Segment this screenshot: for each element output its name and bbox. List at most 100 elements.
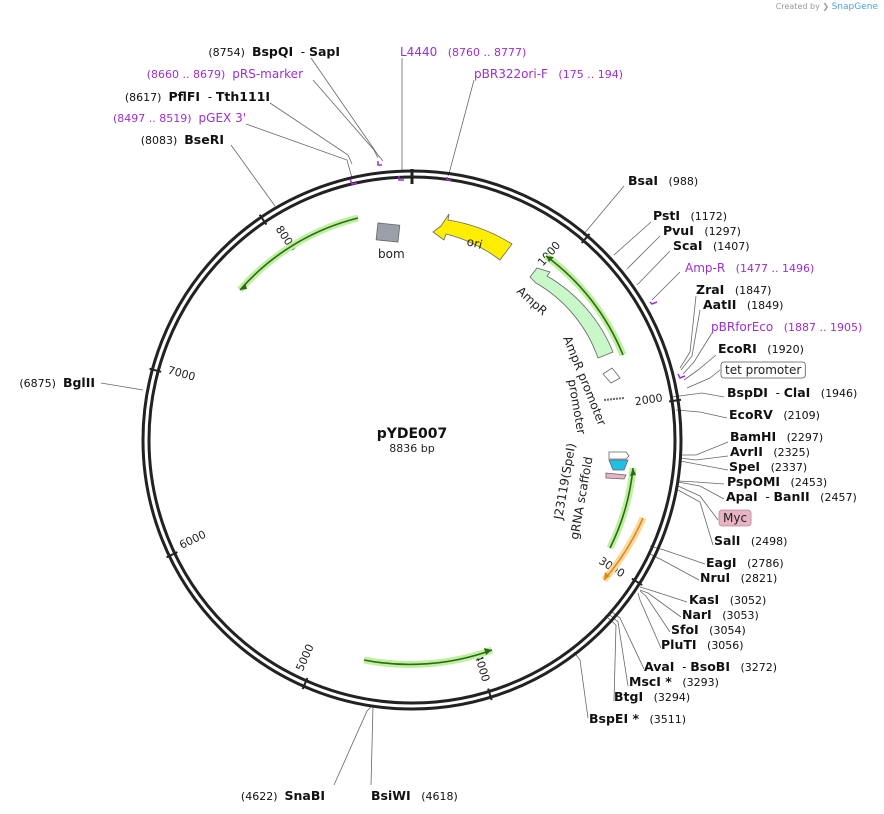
primer-site-label: pBR322ori-F (175 .. 194) bbox=[474, 67, 623, 81]
site-name: PstI bbox=[653, 208, 680, 223]
site-name: BsaI bbox=[628, 173, 658, 188]
tick-label: 7000 bbox=[166, 364, 196, 384]
enzyme-site-label: PspOMI (2453) bbox=[727, 474, 827, 489]
tick-mark bbox=[149, 367, 162, 373]
feature-box-rect bbox=[718, 509, 752, 527]
site-position: (4622) bbox=[241, 790, 285, 803]
tick-mark bbox=[631, 577, 643, 586]
site-position: (3056) bbox=[697, 639, 744, 652]
feature-box-label: Myc bbox=[723, 511, 747, 525]
site-name: BtgI bbox=[614, 689, 643, 704]
site-position: (2786) bbox=[737, 557, 784, 570]
enzyme-site-label: BspEI * (3511) bbox=[589, 711, 686, 726]
enzyme-site-label: (8083) BseRI bbox=[141, 132, 224, 147]
site-position: (8617) bbox=[125, 91, 169, 104]
site-position: (8083) bbox=[141, 134, 185, 147]
site-name: SfoI bbox=[671, 622, 699, 637]
enzyme-site-label: AvaI - BsoBI (3272) bbox=[644, 659, 777, 674]
enzyme-site-label: EcoRV (2109) bbox=[729, 407, 820, 422]
enzyme-site-label: PvuI (1297) bbox=[663, 223, 741, 238]
site-name: BglII bbox=[63, 375, 95, 390]
tick-mark bbox=[668, 398, 682, 403]
site-name: SnaBI bbox=[284, 788, 325, 803]
credit-brand: SnapGene bbox=[831, 2, 878, 12]
site-position: (6875) bbox=[19, 377, 63, 390]
feature-box-rect bbox=[720, 361, 806, 379]
tick-label: 5000 bbox=[293, 642, 316, 673]
site-position: (1297) bbox=[694, 225, 741, 238]
site-labels: (8754) BspQI - SapI L4440 (8760 .. 8777) p… bbox=[19, 44, 862, 803]
site-name-alt: ClaI bbox=[784, 385, 811, 400]
enzyme-site-label: BspDI - ClaI (1946) bbox=[727, 385, 857, 400]
enzyme-site-label: (4622) SnaBI bbox=[241, 788, 325, 803]
primer-marks bbox=[349, 161, 686, 379]
site-name: PvuI bbox=[663, 223, 694, 238]
site-name: KasI bbox=[689, 592, 719, 607]
site-name: PflFI bbox=[168, 89, 200, 104]
site-position: (2453) bbox=[780, 476, 827, 489]
site-position: (3511) bbox=[639, 713, 686, 726]
site-name: EcoRI bbox=[718, 341, 757, 356]
enzyme-site-label: ZraI (1847) bbox=[696, 282, 771, 297]
site-position: (1887 .. 1905) bbox=[773, 321, 862, 334]
bom-box bbox=[375, 222, 401, 243]
enzyme-site-label: ScaI (1407) bbox=[673, 238, 750, 253]
enzyme-site-label: (8754) BspQI - SapI bbox=[208, 44, 340, 59]
tick-label: 2000 bbox=[634, 391, 664, 408]
enzyme-site-label: (6875) BglII bbox=[19, 375, 95, 390]
ampr-label: AmpR bbox=[514, 284, 550, 318]
site-position: (1477 .. 1496) bbox=[725, 262, 814, 275]
myc-feature-box: Myc bbox=[718, 509, 752, 527]
site-position: (988) bbox=[658, 175, 698, 188]
enzyme-site-label: KasI (3052) bbox=[689, 592, 766, 607]
tick-mark bbox=[580, 233, 591, 244]
site-position: (1946) bbox=[810, 387, 857, 400]
primer-site-label: L4440 (8760 .. 8777) bbox=[400, 45, 526, 59]
enzyme-site-label: (8617) PflFI - Tth111I bbox=[125, 89, 270, 104]
site-position: (2457) bbox=[810, 491, 857, 504]
site-name: L4440 bbox=[400, 45, 437, 59]
tick-mark bbox=[487, 688, 493, 701]
site-separator: - bbox=[200, 90, 216, 104]
site-name: pRS-marker bbox=[232, 67, 303, 81]
site-position: (3294) bbox=[643, 691, 690, 704]
plasmid-center: pYDE007 8836 bp bbox=[377, 426, 448, 455]
site-separator: - bbox=[674, 660, 690, 674]
site-separator: - bbox=[768, 386, 784, 400]
site-position: (3293) bbox=[672, 676, 719, 689]
site-name: BamHI bbox=[730, 429, 776, 444]
primer-site-label: (8497 .. 8519) pGEX 3' bbox=[113, 111, 246, 125]
site-name: MscI * bbox=[629, 674, 672, 689]
site-name: BseRI bbox=[184, 132, 224, 147]
site-name: AvrII bbox=[730, 444, 763, 459]
site-name-alt: Tth111I bbox=[216, 89, 270, 104]
enzyme-site-label: NruI (2821) bbox=[700, 570, 777, 585]
plasmid-length: 8836 bp bbox=[389, 442, 434, 455]
enzyme-site-label: BsaI (988) bbox=[628, 173, 698, 188]
site-position: (2297) bbox=[776, 431, 823, 444]
site-name: AatII bbox=[703, 297, 736, 312]
enzyme-site-label: SalI (2498) bbox=[714, 533, 787, 548]
tick-mark bbox=[166, 551, 178, 559]
tick-label: 6000 bbox=[177, 528, 208, 552]
ori-label: ori bbox=[465, 234, 484, 252]
enzyme-site-label: AatII (1849) bbox=[703, 297, 783, 312]
enzyme-site-label: ApaI - BanII (2457) bbox=[726, 489, 857, 504]
site-position: (3272) bbox=[730, 661, 777, 674]
site-position: (8754) bbox=[208, 46, 252, 59]
snapgene-logo-icon: ❯ bbox=[822, 2, 830, 11]
enzyme-site-label: AvrII (2325) bbox=[730, 444, 810, 459]
site-position: (8660 .. 8679) bbox=[147, 68, 233, 81]
enzyme-site-label: SpeI (2337) bbox=[729, 459, 807, 474]
j23119-arrow bbox=[608, 459, 629, 471]
site-name: SalI bbox=[714, 533, 740, 548]
tick-mark bbox=[258, 214, 268, 226]
site-name: BspQI bbox=[252, 44, 293, 59]
ampr-promoter-arrow bbox=[602, 367, 621, 384]
site-position: (3052) bbox=[719, 594, 766, 607]
ori-arrow bbox=[432, 213, 513, 261]
primer-site-label: Amp-R (1477 .. 1496) bbox=[685, 261, 814, 275]
site-name: pBR322ori-F bbox=[474, 67, 548, 81]
site-name: EagI bbox=[706, 555, 737, 570]
